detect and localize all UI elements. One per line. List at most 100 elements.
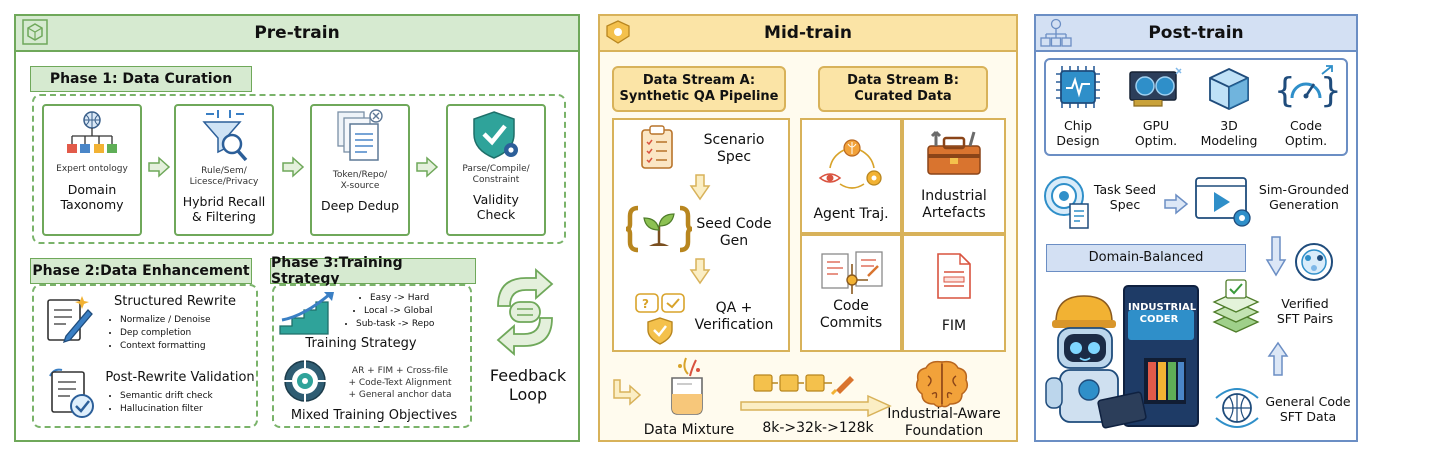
- domain-3d-modeling: 3D Modeling: [1200, 118, 1258, 148]
- agent-cycle-icon: [818, 139, 882, 189]
- verified-sft-label: Verified SFT Pairs: [1276, 296, 1334, 326]
- general-code-sft-label: General Code SFT Data: [1265, 394, 1351, 424]
- pretrain-header: Pre-train: [16, 16, 578, 52]
- rewrite-pen-icon: [47, 296, 93, 344]
- objectives-line-3: + General anchor data: [348, 390, 452, 400]
- structured-rewrite-title: Structured Rewrite: [114, 294, 236, 309]
- post-rewrite-validation-title: Post-Rewrite Validation: [105, 370, 255, 385]
- clipboard-checklist-icon: [641, 125, 673, 169]
- midtrain-logo-icon: [606, 20, 630, 44]
- phase2-label: Phase 2:Data Enhancement: [30, 258, 252, 284]
- arrow-down-icon: [689, 258, 711, 285]
- gpu-icon: [1129, 67, 1182, 107]
- arrow-right-icon: [282, 156, 305, 178]
- objectives-line-2: + Code-Text Alignment: [348, 378, 452, 388]
- taxonomy-title: Domain Taxonomy: [60, 182, 124, 212]
- svg-text:}: }: [1320, 71, 1342, 111]
- industrial-artefacts-label: Industrial Artefacts: [921, 188, 987, 221]
- documents-dedup-icon: [337, 109, 383, 161]
- foundation-brain-icon: [915, 360, 969, 408]
- globe-code-icon: [1215, 388, 1259, 428]
- midtrain-title: Mid-train: [764, 23, 852, 43]
- posttrain-header: Post-train: [1036, 16, 1356, 52]
- stream-b-cell-agent: [800, 118, 902, 234]
- list-item: Local -> Global: [364, 305, 468, 318]
- domain-balanced-bar: Domain-Balanced: [1046, 244, 1246, 272]
- taxonomy-caption: Expert ontology: [56, 164, 128, 174]
- context-window-docs-icon: [753, 374, 854, 396]
- sprout-braces-icon: [625, 205, 693, 253]
- arrow-up-icon: [1267, 341, 1289, 376]
- funnel-magnifier-icon: [202, 110, 248, 162]
- list-item: Normalize / Denoise: [120, 314, 248, 327]
- rewrite-list: Normalize / Denoise Dep completion Conte…: [108, 314, 248, 353]
- arrow-merge-icon: [613, 379, 642, 406]
- validation-doc-icon: [49, 368, 94, 418]
- long-arrow-right-icon: [740, 394, 892, 418]
- foundation-label: Industrial-Aware Foundation: [887, 406, 1001, 439]
- verified-stack-icon: [1212, 279, 1260, 333]
- phase1-container: [32, 94, 566, 244]
- chip-icon: [1056, 66, 1100, 108]
- phase3-container: [272, 284, 472, 428]
- validity-caption: Parse/Compile/ Constraint: [462, 164, 530, 185]
- toolbox-icon: [927, 130, 981, 175]
- data-mixture-label: Data Mixture: [643, 422, 735, 438]
- code-commits-label: Code Commits: [819, 298, 883, 331]
- feedback-loop-icon: [496, 268, 554, 356]
- domain-code-optim: Code Optim.: [1284, 118, 1328, 148]
- validity-title: Validity Check: [473, 192, 519, 222]
- posttrain-title: Post-train: [1148, 23, 1244, 43]
- sim-grounded-label: Sim-Grounded Generation: [1258, 182, 1350, 212]
- midtrain-header: Mid-train: [600, 16, 1016, 52]
- industrial-coder-badge: INDUSTRIAL CODER: [1128, 302, 1197, 325]
- strategy-list: Easy -> Hard Local -> Global Sub-task ->…: [344, 292, 468, 331]
- staircase-growth-icon: [279, 292, 334, 335]
- stream-b-label: Data Stream B: Curated Data: [818, 66, 988, 112]
- hybrid-recall-title: Hybrid Recall & Filtering: [182, 194, 266, 224]
- task-seed-target-icon: [1044, 176, 1089, 229]
- context-length-label: 8k->32k->128k: [762, 420, 874, 436]
- task-seed-spec-label: Task Seed Spec: [1093, 182, 1157, 212]
- fim-document-icon: [937, 253, 971, 299]
- pretrain-title: Pre-train: [254, 23, 340, 43]
- balance-gauge-icon: [1295, 243, 1333, 281]
- industrial-coder-robot-icon: [1045, 285, 1199, 429]
- pretrain-logo-icon: [22, 19, 48, 45]
- shield-check-icon: [473, 111, 518, 159]
- list-item: Dep completion: [120, 327, 248, 340]
- arrow-down-icon: [689, 174, 711, 201]
- list-item: Semantic drift check: [120, 390, 248, 403]
- dedup-title: Deep Dedup: [320, 198, 400, 213]
- mixed-objectives-title: Mixed Training Objectives: [290, 408, 458, 423]
- taxonomy-icon: [67, 111, 117, 153]
- arrow-right-icon: [1164, 193, 1189, 215]
- domain-chip-design: Chip Design: [1056, 118, 1100, 148]
- arrow-down-icon: [1265, 236, 1287, 277]
- domain-gpu-optim: GPU Optim.: [1134, 118, 1178, 148]
- agent-traj-label: Agent Traj.: [813, 206, 889, 222]
- objectives-line-1: AR + FIM + Cross-file: [351, 366, 449, 376]
- list-item: Hallucination filter: [120, 403, 248, 416]
- arrow-right-icon: [148, 156, 171, 178]
- sim-play-window-icon: [1195, 177, 1251, 227]
- scenario-spec-label: Scenario Spec: [703, 132, 765, 165]
- stream-a-label: Data Stream A: Synthetic QA Pipeline: [612, 66, 786, 112]
- phase2-container: [32, 284, 258, 428]
- fim-label: FIM: [941, 318, 967, 334]
- list-item: Context formatting: [120, 340, 248, 353]
- data-mixture-beaker-icon: [671, 357, 703, 415]
- svg-text:{: {: [1274, 71, 1296, 111]
- target-objectives-icon: [282, 358, 328, 404]
- list-item: Sub-task -> Repo: [356, 318, 468, 331]
- posttrain-logo-icon: [1040, 18, 1072, 47]
- feedback-loop-label: Feedback Loop: [489, 366, 567, 405]
- hybrid-recall-caption: Rule/Sem/ Licesce/Privacy: [189, 166, 259, 187]
- svg-text:?: ?: [642, 297, 649, 311]
- code-gauge-icon: { }: [1274, 65, 1342, 111]
- phase1-label: Phase 1: Data Curation: [30, 66, 252, 92]
- qa-verification-icon: ?: [635, 293, 685, 345]
- qa-verification-label: QA + Verification: [694, 300, 774, 333]
- dedup-caption: Token/Repo/ X-source: [332, 170, 388, 191]
- domains-container: [1044, 58, 1348, 156]
